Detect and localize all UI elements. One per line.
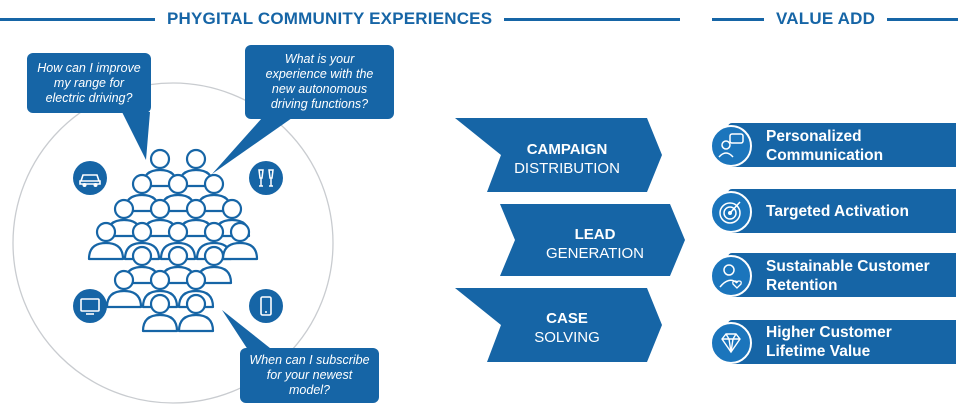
value-line1: Sustainable Customer <box>766 258 930 275</box>
value-line2: Retention <box>766 277 838 294</box>
value-line2: Lifetime Value <box>766 343 871 360</box>
value-card-personalized <box>728 123 956 167</box>
value-line2: Communication <box>766 147 884 164</box>
person-icon <box>221 221 259 261</box>
value-label-targeted: Targeted Activation <box>766 202 909 221</box>
person-heart-icon <box>710 255 752 297</box>
person-icon <box>177 293 215 333</box>
step-subtitle: GENERATION <box>545 245 645 262</box>
target-icon <box>710 191 752 233</box>
header-rule-left <box>0 17 155 21</box>
value-card-lifetime <box>728 320 956 364</box>
value-label-lifetime: Higher Customer Lifetime Value <box>766 323 892 361</box>
header-rule-left <box>712 17 764 21</box>
question-bubble-autonomous: What is your experience with the new aut… <box>245 45 394 119</box>
step-lead: LEAD GENERATION <box>522 225 668 263</box>
person-icon <box>141 293 179 333</box>
step-title: LEAD <box>574 226 616 243</box>
diamond-icon <box>710 322 752 364</box>
monitor-icon <box>73 289 107 323</box>
value-label-personalized: Personalized Communication <box>766 127 883 165</box>
chevron-case <box>455 288 662 362</box>
question-bubble-subscribe: When can I subscribe for your newest mod… <box>240 348 379 403</box>
section-title-community: PHYGITAL COMMUNITY EXPERIENCES <box>167 9 493 28</box>
person-icon <box>87 221 125 261</box>
person-icon <box>195 245 233 285</box>
section-title-value-add: VALUE ADD <box>776 9 876 28</box>
value-line1: Personalized <box>766 128 862 145</box>
value-card-retention <box>728 253 956 297</box>
chevron-campaign <box>455 118 662 192</box>
car-icon <box>73 161 107 195</box>
value-line1: Targeted Activation <box>766 203 909 220</box>
step-campaign: CAMPAIGN DISTRIBUTION <box>497 140 637 178</box>
chat-person-icon <box>710 125 752 167</box>
step-case: CASE SOLVING <box>497 309 637 347</box>
header-rule-right <box>504 17 680 21</box>
community-diagram <box>12 82 334 404</box>
value-line1: Higher Customer <box>766 324 892 341</box>
header-left: PHYGITAL COMMUNITY EXPERIENCES <box>0 8 680 30</box>
question-bubble-range: How can I improve my range for electric … <box>27 53 151 113</box>
header-rule-right <box>887 17 958 21</box>
step-subtitle: DISTRIBUTION <box>514 160 620 177</box>
champagne-toast-icon <box>249 161 283 195</box>
step-title: CASE <box>546 310 588 327</box>
chevron-lead <box>500 204 685 276</box>
people-icons <box>87 148 259 333</box>
step-title: CAMPAIGN <box>526 141 608 158</box>
process-chevrons <box>455 118 685 362</box>
step-subtitle: SOLVING <box>534 329 600 346</box>
smartphone-icon <box>249 289 283 323</box>
value-card-targeted <box>728 189 956 233</box>
header-right: VALUE ADD <box>712 8 958 30</box>
value-label-retention: Sustainable Customer Retention <box>766 257 930 295</box>
person-icon <box>105 269 143 309</box>
